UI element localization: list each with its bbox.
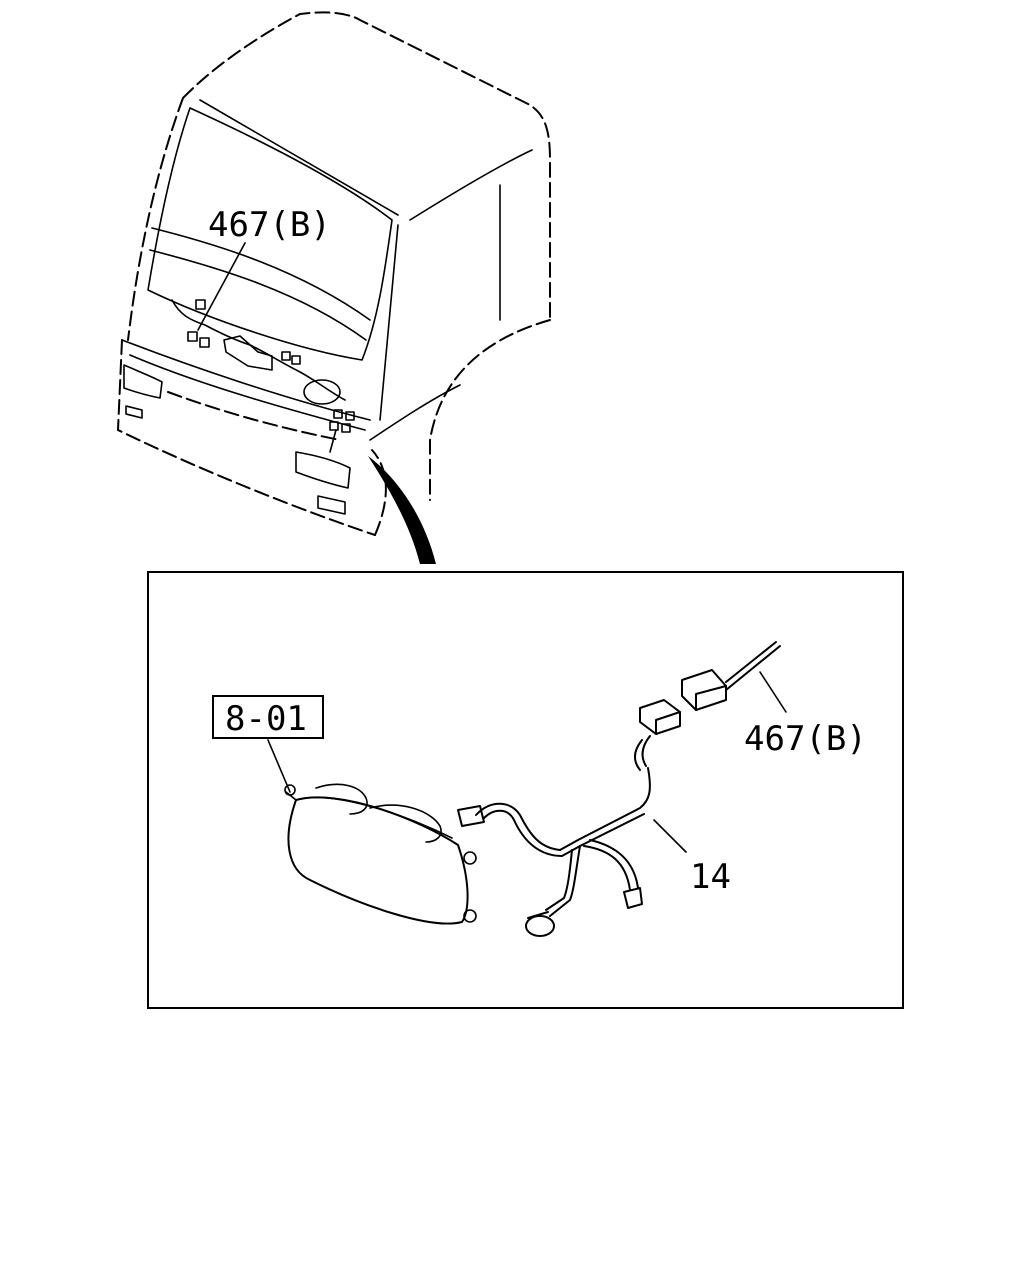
harness-part-callout: 14 bbox=[690, 857, 731, 897]
truck-cab-illustration bbox=[116, 11, 551, 564]
headlamp-ref-box bbox=[212, 695, 324, 739]
headlamp-group-callout: 8-01 bbox=[225, 699, 307, 739]
detail-frame bbox=[147, 571, 904, 1009]
main-harness-connector bbox=[681, 641, 787, 713]
wiring-harness bbox=[457, 699, 687, 937]
headlamp-assembly bbox=[284, 783, 477, 925]
detail-harness-callout: 467(B) bbox=[744, 719, 867, 759]
cab-harness-callout: 467(B) bbox=[208, 205, 331, 245]
